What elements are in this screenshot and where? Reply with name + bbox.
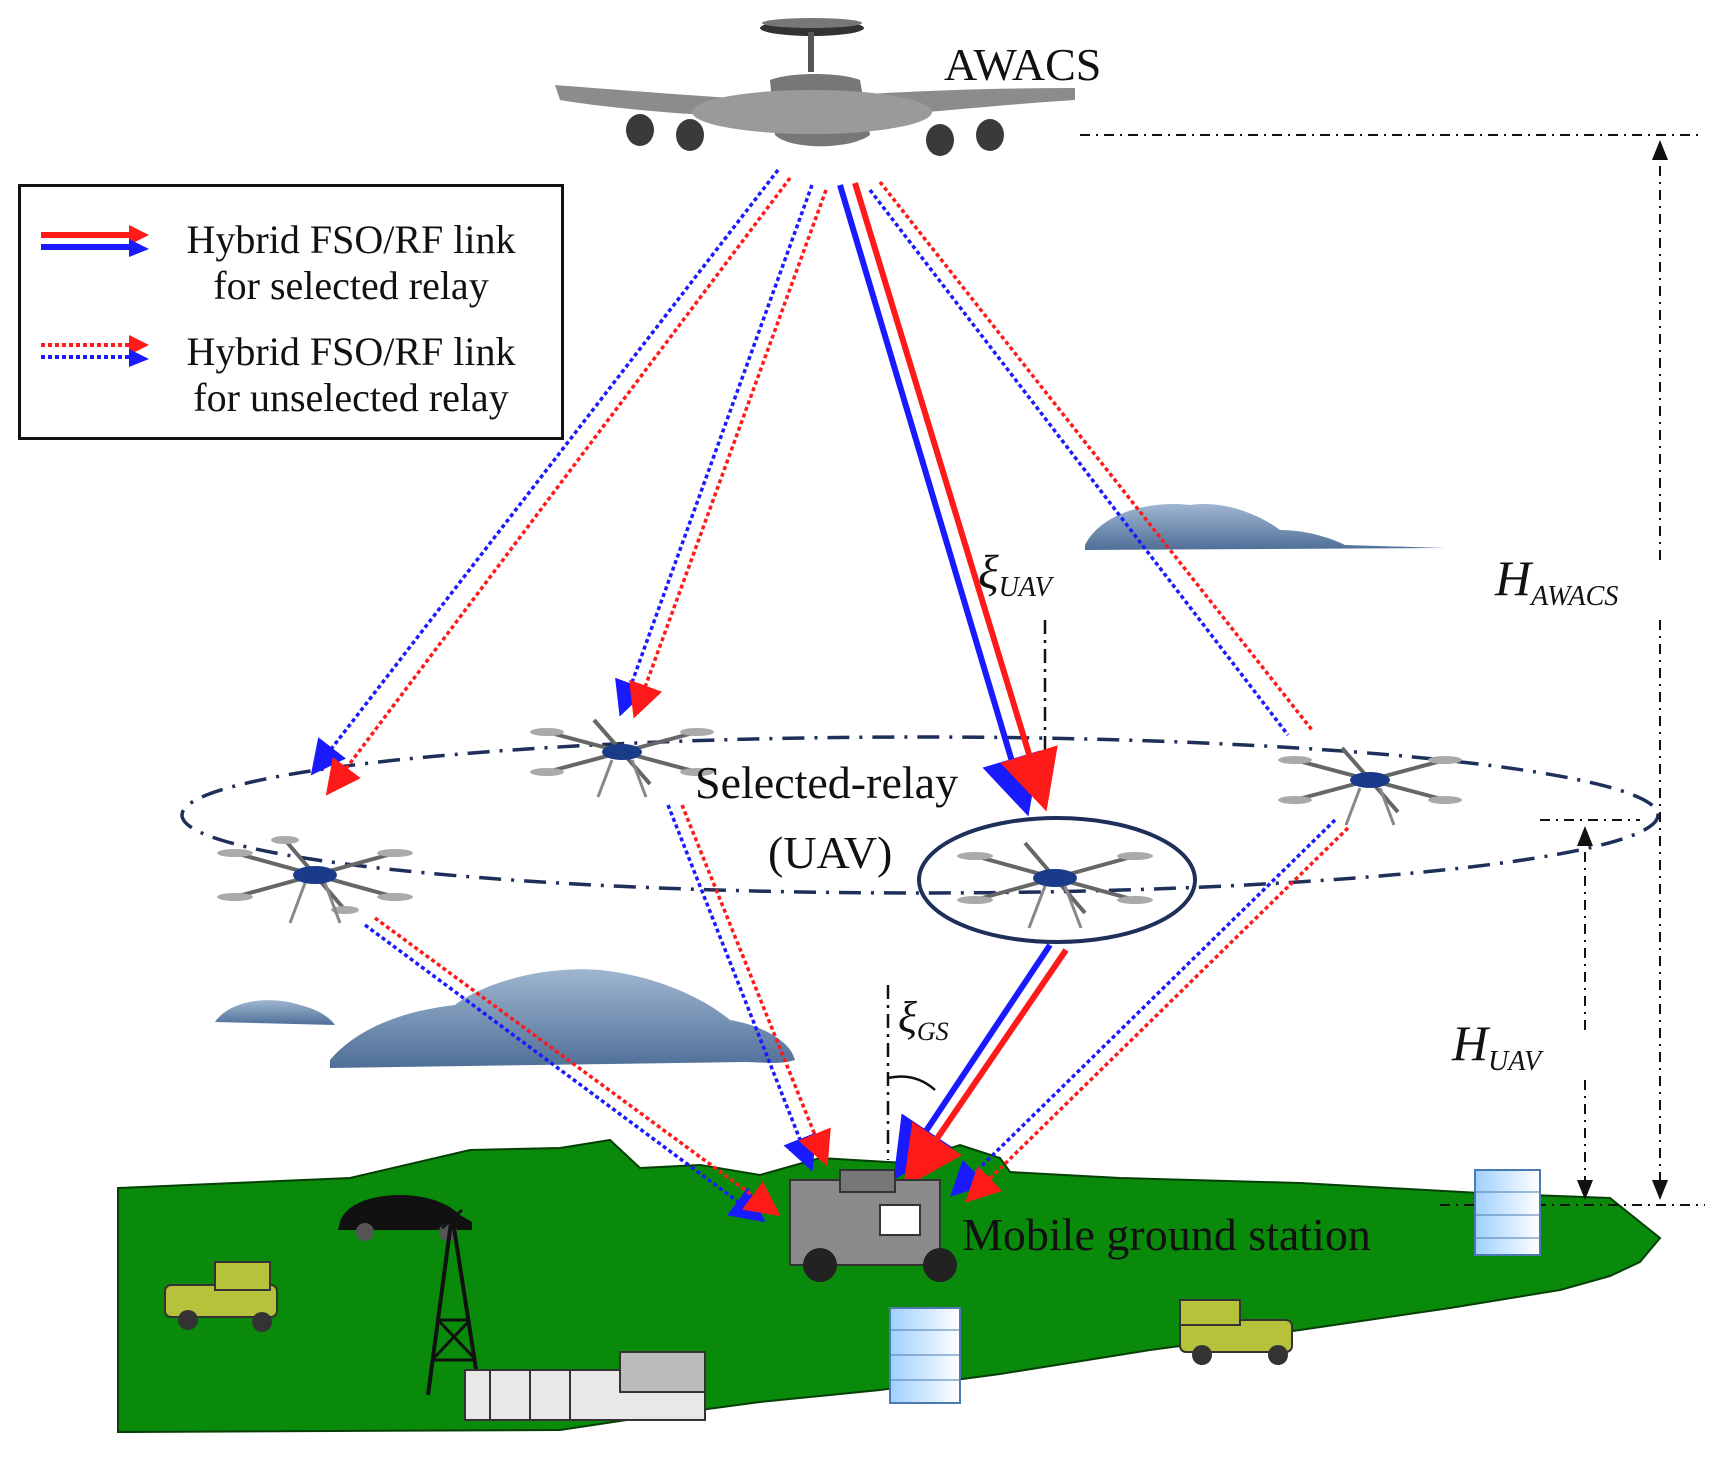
office-building-right-icon <box>1474 1169 1541 1256</box>
legend-item-unselected: Hybrid FSO/RF link for unselected relay <box>21 319 561 429</box>
legend-solid-arrows-icon <box>41 225 149 257</box>
legend-unselected-line1: Hybrid FSO/RF link <box>186 329 516 374</box>
uav-drone-left-icon <box>217 836 413 924</box>
unselected-link-left-uav-ground <box>363 916 781 1223</box>
angle-gs-label: ξGS <box>898 993 949 1046</box>
unselected-link-awacs-center-uav <box>615 184 828 719</box>
awacs-label: AWACS <box>944 39 1102 90</box>
legend-selected-line2: for selected relay <box>213 263 489 308</box>
selected-link-awacs-uav <box>837 182 1058 817</box>
factory-building-icon <box>464 1351 706 1421</box>
military-vehicle-left-icon <box>164 1261 278 1332</box>
office-building-center-icon <box>889 1307 961 1404</box>
legend-item-selected: Hybrid FSO/RF link for selected relay <box>21 195 561 308</box>
cloud <box>1085 504 1445 550</box>
awacs-aircraft-icon <box>555 18 1075 156</box>
selected-relay-label-line2: (UAV) <box>768 827 893 878</box>
legend-dotted-arrows-icon <box>41 335 149 367</box>
h-awacs-label: HAWACS <box>1494 550 1618 612</box>
military-vehicle-right-icon <box>1179 1299 1293 1365</box>
unselected-link-right-uav-ground <box>949 818 1350 1203</box>
cloud <box>330 969 795 1068</box>
communication-tower-icon <box>426 1208 482 1396</box>
legend: Hybrid FSO/RF link for selected relay Hy… <box>18 184 564 440</box>
uav-drone-right-icon <box>1278 746 1462 826</box>
cloud <box>215 1000 335 1025</box>
legend-selected-line1: Hybrid FSO/RF link <box>186 217 516 262</box>
angle-uav-label: ξUAV <box>978 546 1054 603</box>
mobile-ground-station-label: Mobile ground station <box>962 1209 1371 1260</box>
selected-relay-label-line1: Selected-relay <box>695 757 959 808</box>
h-uav-label: HUAV <box>1451 1015 1544 1077</box>
uav-drone-center-icon <box>530 718 714 798</box>
uav-orbit-ellipse <box>180 735 1660 895</box>
unselected-link-awacs-left-uav <box>310 168 792 796</box>
gs-angle-arc <box>887 1075 936 1091</box>
unselected-link-center-uav-ground <box>666 804 831 1172</box>
selected-relay-highlight-ellipse <box>917 816 1197 944</box>
uav-drone-selected-icon <box>957 841 1153 929</box>
unselected-link-awacs-right-uav <box>868 180 1314 737</box>
mobile-ground-station-vehicle-icon <box>789 1169 957 1282</box>
selected-link-uav-ground <box>893 943 1069 1188</box>
legend-unselected-line2: for unselected relay <box>193 375 509 420</box>
